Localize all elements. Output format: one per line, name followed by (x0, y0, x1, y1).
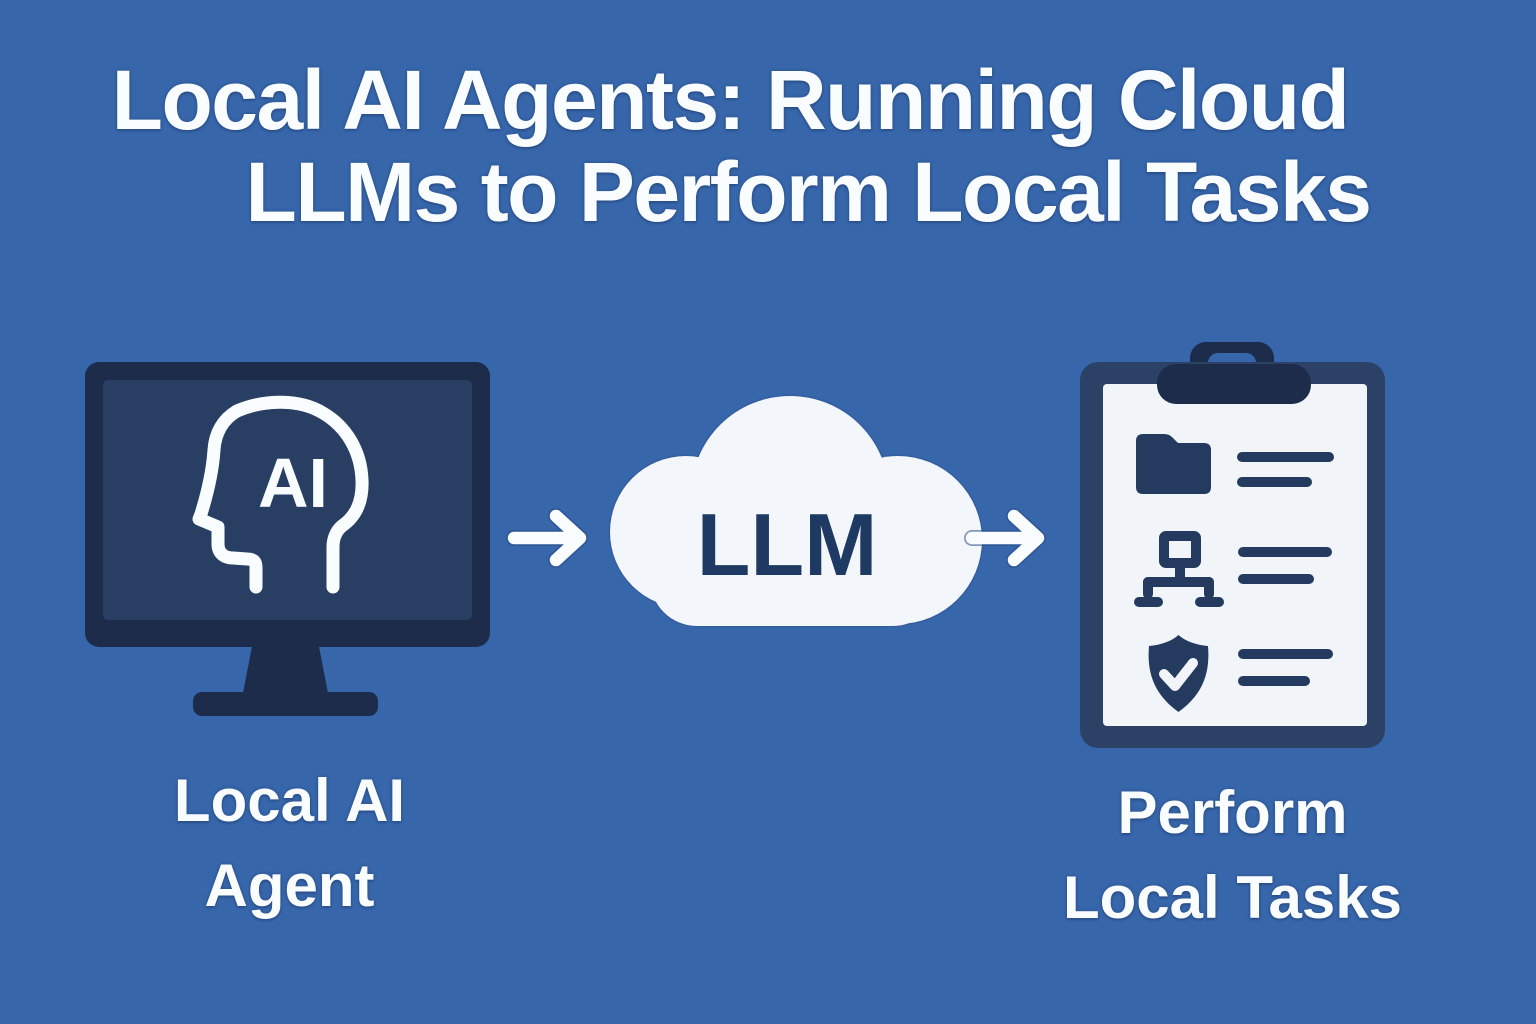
clipboard-clip (1157, 364, 1311, 404)
monitor-stand-base (193, 692, 378, 716)
monitor-screen (103, 380, 472, 620)
arrow-right-icon (964, 508, 1046, 568)
perform-tasks-node (1080, 338, 1385, 750)
clipboard-paper (1103, 384, 1367, 726)
page-title-line1: Local AI Agents: Running Cloud (111, 53, 1350, 147)
page-title-line2: LLMs to Perform Local Tasks (245, 145, 1372, 240)
monitor-stand-neck (243, 647, 328, 693)
local-ai-agent-node: AI (85, 362, 490, 722)
arrow-right-icon (506, 508, 588, 568)
page-title: Local AI Agents: Running Cloud LLMs to P… (0, 54, 1536, 239)
text-line (1238, 649, 1333, 659)
text-line (1237, 452, 1334, 462)
folder-icon (1136, 434, 1211, 494)
agent-label: Local AI Agent (87, 758, 492, 928)
cloud-icon (610, 396, 982, 626)
text-line (1238, 676, 1310, 686)
agent-label-line2: Agent (204, 852, 375, 920)
shield-check-icon (1148, 635, 1209, 712)
tasks-label-line1: Perform (1117, 779, 1348, 846)
text-line (1237, 477, 1312, 487)
llm-label: LLM (696, 495, 878, 594)
text-line (1238, 547, 1332, 557)
agent-label-line1: Local AI (173, 767, 406, 834)
flowchart-icon (1134, 531, 1224, 607)
ai-screen-text: AI (258, 444, 328, 522)
tasks-label: Perform Local Tasks (1030, 770, 1435, 940)
ai-head-icon: AI (192, 395, 369, 594)
text-line (1238, 574, 1314, 584)
tasks-label-line2: Local Tasks (1062, 864, 1403, 932)
